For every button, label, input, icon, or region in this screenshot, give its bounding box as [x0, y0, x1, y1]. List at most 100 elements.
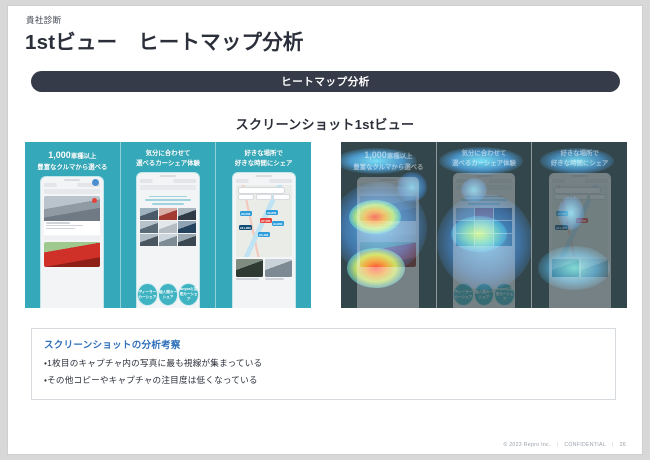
map-search-input [237, 187, 285, 195]
badge-dealer: ディーラーカーシェア [453, 283, 474, 306]
phone-notch [476, 175, 492, 178]
analysis-bullet-2: ・その他コピーやキャプチャの注目度は低くなっている [44, 375, 258, 385]
heat-caption-line1: 気分に合わせて [461, 150, 507, 157]
footer: © 2023 Repro Inc. | CONFIDENTIAL | 26 [503, 442, 626, 448]
copy-line [149, 195, 187, 198]
copy-line [461, 199, 507, 202]
map-price-pin: ¥7,200 [259, 218, 272, 224]
phone-notch [255, 175, 272, 178]
panel-1-caption-line2: 豊富なクルマから選べる [37, 163, 108, 171]
heat-panel-1-caption: 1,000車種以上 豊富なクルマから選べる [353, 149, 423, 173]
map-filter-chips [237, 194, 290, 201]
phone-notch [64, 179, 81, 182]
filter-chip [589, 194, 606, 201]
map-price-pin: ¥6,800 [265, 210, 278, 216]
car-card-grey [44, 178, 101, 235]
footer-copyright: © 2023 Repro Inc. [503, 442, 551, 448]
heat-caption-line2: 豊富なクルマから選べる [353, 163, 424, 171]
analysis-bullet-1: ・1枚目のキャプチャ内の写真に最も視線が集まっている [44, 358, 263, 368]
meta-line [362, 224, 399, 227]
filter-chip [553, 194, 570, 201]
footer-page-number: 26 [619, 442, 626, 448]
map-listing-row [551, 259, 608, 278]
panel-3-caption-line2: 好きな時間にシェア [234, 159, 293, 167]
heatmap-panel-2: 気分に合わせて 選べるカーシェア体験 [435, 142, 532, 308]
phone-mock-2: ディーラーカーシェア 個人間カーシェア Anycaと認定カーシェア [137, 172, 199, 308]
heat-caption-line2: 好きな時間にシェア [550, 159, 609, 167]
panel-1-caption: 1,000車種以上 豊富なクルマから選べる [37, 149, 107, 173]
map-price-pin: ¥3,500 [239, 211, 252, 217]
meta-line [362, 222, 386, 224]
page-title: 1stビュー ヒートマップ分析 [25, 31, 304, 54]
car-card-grey [360, 195, 417, 235]
heat-panel-3-caption: 好きな場所で 好きな時間にシェア [551, 149, 609, 169]
meta-line [46, 222, 70, 224]
phone-statusbar [360, 183, 417, 188]
analysis-box: スクリーンショットの分析考察 ・1枚目のキャプチャ内の写真に最も視線が集まってい… [31, 328, 616, 400]
grid-photo [178, 233, 196, 246]
filter-chip [237, 194, 254, 201]
map-search-input [553, 187, 601, 195]
photo-grid [456, 207, 512, 246]
copy-line [145, 199, 191, 202]
car-photo-red [44, 242, 101, 268]
grid-photo [475, 233, 493, 246]
badge-anyca: Anycaと認定カーシェア [178, 283, 199, 306]
phone-statusbar [140, 179, 196, 184]
copy-line [465, 195, 503, 198]
category-badges: ディーラーカーシェア 個人間カーシェア Anycaと認定カーシェア [453, 283, 515, 306]
grid-photo [475, 207, 493, 220]
car-photo-grey [44, 195, 101, 221]
grid-photo [140, 233, 158, 246]
eyebrow-label: 貴社診断 [26, 15, 62, 25]
map-price-pin: ¥11,000 [238, 225, 253, 231]
meta-line [46, 224, 83, 227]
heatmap-panel-1: 1,000車種以上 豊富なクルマから選べる [341, 142, 436, 308]
heat-panel-2-caption: 気分に合わせて 選べるカーシェア体験 [452, 149, 516, 169]
panel-2-caption-line2: 選べるカーシェア体験 [136, 159, 200, 167]
phone-navbar [360, 188, 417, 194]
grid-photo [159, 207, 177, 220]
listing-thumb [264, 259, 292, 278]
notice-bar [360, 236, 417, 241]
phone-copy-lines [141, 195, 195, 205]
phone-mock-3: ¥3,500 ¥6,800 ¥11,000 ¥4,800 ¥7,200 ¥5,4… [232, 172, 295, 308]
grid-photo [494, 207, 512, 220]
listing-line [264, 278, 284, 280]
map-listing-row [235, 259, 292, 281]
footer-separator: | [556, 442, 559, 448]
listing-thumb [580, 259, 608, 278]
photo-grid [140, 207, 196, 246]
screenshot-panel-2: 気分に合わせて 選べるカーシェア体験 [119, 142, 216, 308]
screenshot-panel-1: 1,000車種以上 豊富なクルマから選べる [25, 142, 120, 308]
phone-statusbar [551, 179, 608, 184]
panel-3-caption: 好きな場所で 好きな時間にシェア [235, 149, 293, 169]
grid-photo [140, 207, 158, 220]
badge-personal: 個人間カーシェア [473, 283, 495, 306]
grid-photo [159, 220, 177, 233]
phone-notch [160, 175, 176, 178]
heat-phone-mock-1 [357, 176, 420, 308]
phone-navbar [44, 188, 101, 194]
panel-3-caption-line1: 好きな場所で [244, 150, 283, 157]
car-meta [44, 178, 101, 235]
grid-photo [178, 207, 196, 220]
listing-thumb [551, 259, 579, 278]
grid-photo [456, 220, 474, 233]
subsection-title: スクリーンショット1stビュー [235, 117, 415, 132]
filter-chip [273, 194, 290, 201]
car-photo-red [360, 242, 417, 268]
screenshot-board-original: 1,000車種以上 豊富なクルマから選べる [25, 142, 312, 308]
grid-photo [140, 220, 158, 233]
map-price-pin: ¥5,400 [257, 232, 270, 238]
car-card-red [360, 242, 417, 268]
phone-navbar [456, 184, 512, 190]
map-view: ¥3,500 ¥6,800 ¥11,000 ¥4,800 ¥7,200 ¥5,4… [235, 185, 292, 258]
copy-line [152, 203, 184, 205]
listing-thumb [235, 259, 263, 278]
phone-copy-lines [457, 195, 511, 205]
footer-separator: | [611, 442, 614, 448]
car-meta [360, 220, 417, 235]
grid-photo [456, 207, 474, 220]
section-banner: ヒートマップ分析 [31, 71, 620, 92]
